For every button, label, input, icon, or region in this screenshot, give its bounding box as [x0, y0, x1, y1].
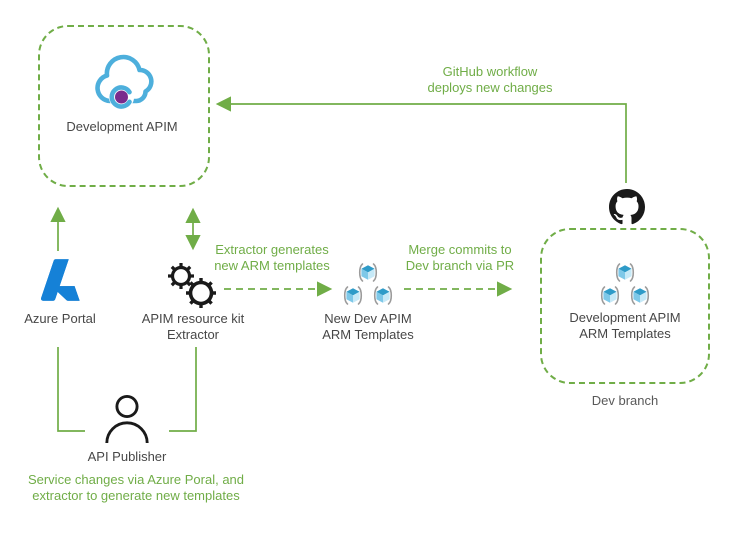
new-dev-templates-label: New Dev APIM ARM Templates: [322, 311, 414, 342]
line-publisher-to-portal: [57, 347, 85, 432]
azure-portal-label: Azure Portal: [24, 311, 96, 326]
api-publisher-label: API Publisher: [87, 449, 167, 464]
extractor-label: APIM resource kit Extractor: [141, 311, 245, 342]
github-workflow-note: GitHub workflow deploys new changes: [427, 64, 553, 95]
arm-template-cubes-icon: [343, 263, 393, 305]
dev-branch-box: [540, 228, 710, 384]
dev-apim-box: [38, 25, 210, 187]
apim-cloud-icon: [95, 54, 154, 110]
line-publisher-to-extractor: [169, 347, 197, 432]
gears-icon: [168, 263, 216, 308]
service-changes-note: Service changes via Azure Poral, and ext…: [27, 472, 245, 503]
azure-logo-icon: [40, 259, 80, 301]
dev-branch-caption: Dev branch: [591, 393, 659, 408]
arm-template-cubes-icon: [600, 263, 650, 305]
arrow-github-to-apim: [215, 96, 627, 183]
merge-commits-note: Merge commits to Dev branch via PR: [405, 242, 515, 273]
person-icon: [105, 394, 149, 444]
dev-branch-templates-label: Development APIM ARM Templates: [569, 310, 681, 341]
github-icon: [609, 189, 645, 225]
extractor-generates-note: Extractor generates new ARM templates: [214, 242, 330, 273]
dev-apim-label: Development APIM: [66, 119, 178, 134]
